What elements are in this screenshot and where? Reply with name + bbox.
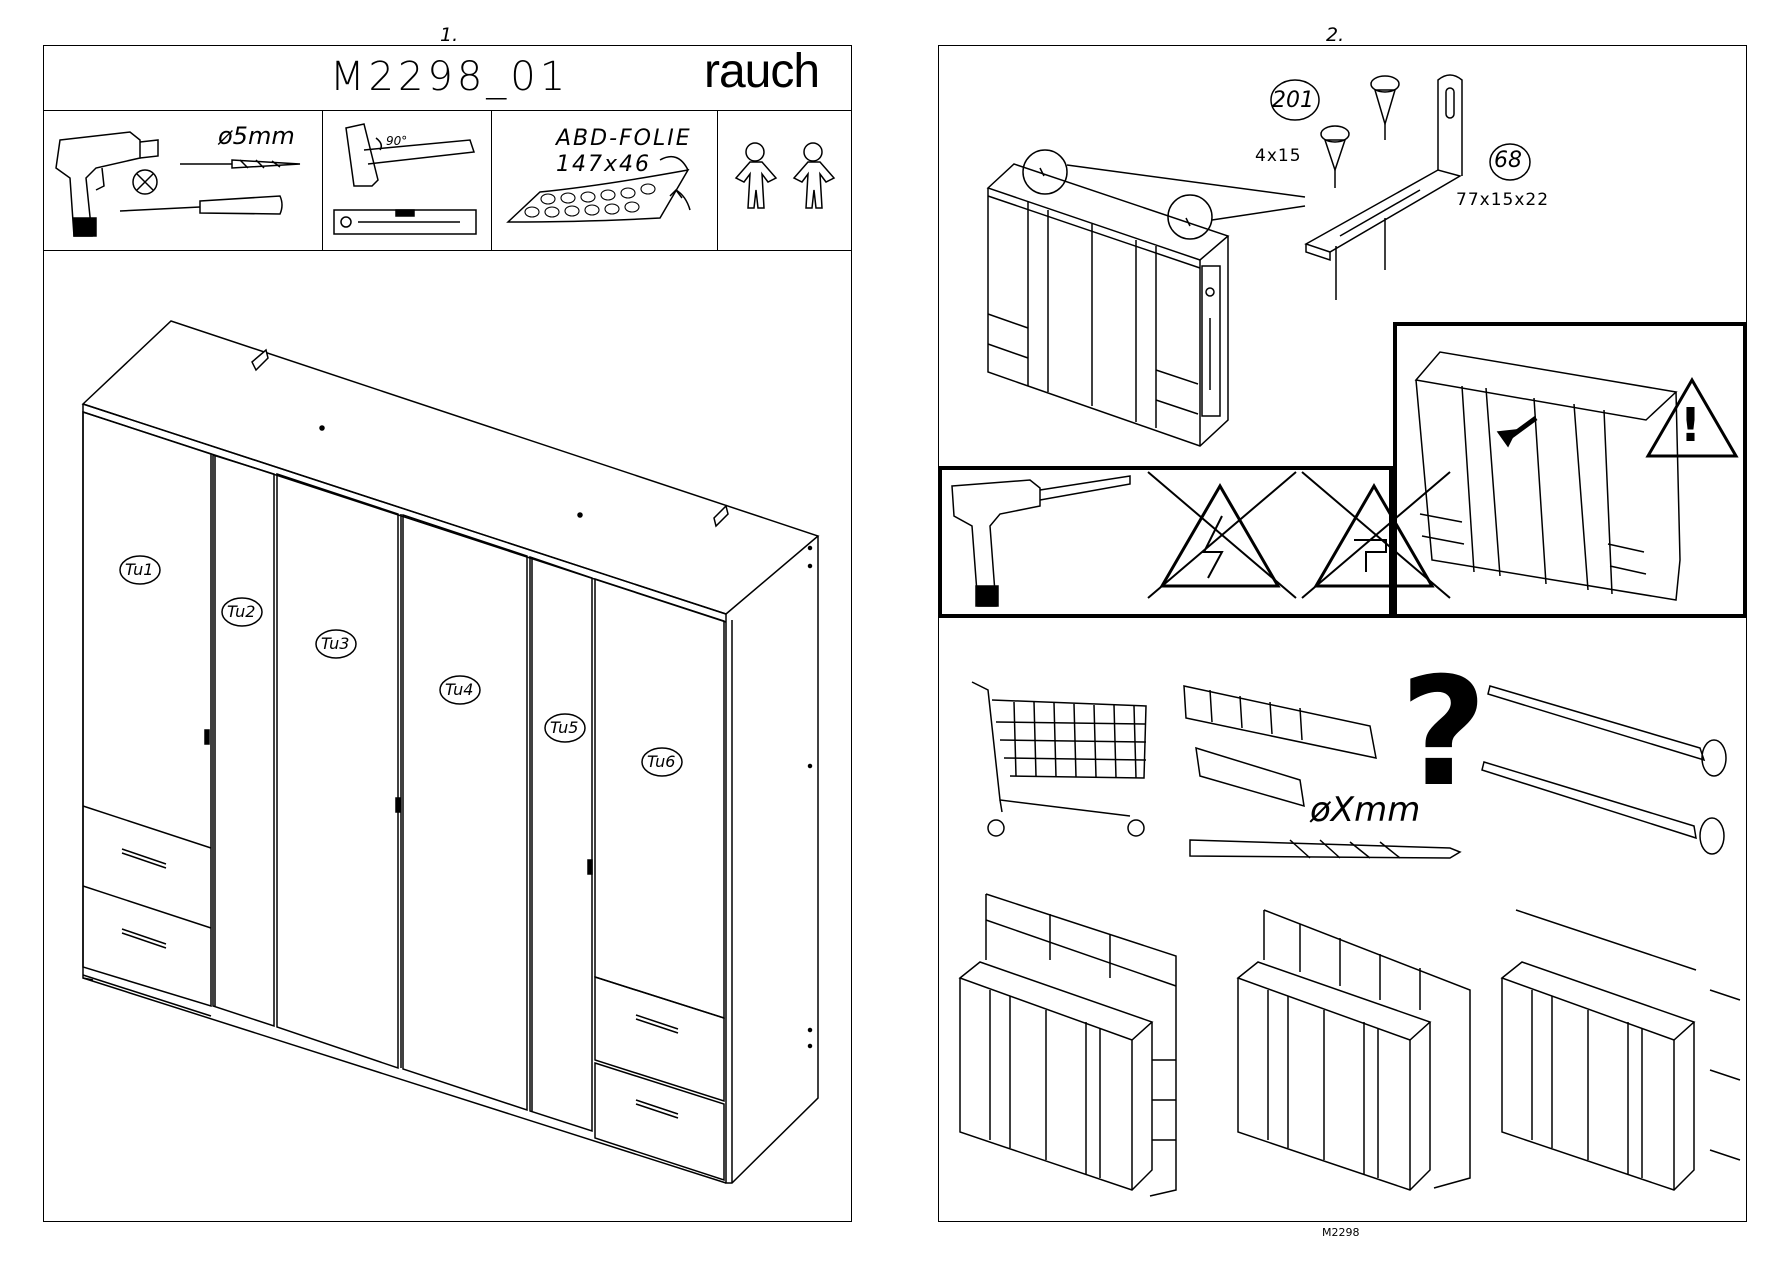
- wardrobe-front-view: [81, 320, 820, 1184]
- wood-wall-mounting: [1236, 909, 1471, 1191]
- brick-wall-mounting: [958, 893, 1177, 1197]
- door-label-tu1: Tu1: [125, 560, 154, 579]
- drill-bit-icon: [180, 159, 301, 169]
- model-code: M2298_01: [330, 54, 570, 100]
- bracket-part-number: 68: [1494, 148, 1522, 173]
- screw-icon: [1270, 75, 1531, 188]
- screw-part-number: 201: [1272, 88, 1314, 113]
- warning-panel-drilling: [938, 466, 1393, 618]
- door-label-tu2: Tu2: [227, 602, 256, 621]
- door-label-tu6: Tu6: [647, 752, 676, 771]
- foil-size: 147x46: [556, 152, 652, 177]
- shopping-cart-icon: [971, 681, 1147, 837]
- tools-cell-divider-2: [491, 110, 492, 250]
- tip-warning-mark: !: [1680, 398, 1701, 452]
- page-number-left: 1.: [440, 24, 459, 46]
- door-label-tu4: Tu4: [445, 680, 474, 699]
- header-divider: [43, 110, 852, 111]
- foil-name: ABD-FOLIE: [556, 126, 692, 151]
- screw-size: 4x15: [1255, 146, 1302, 166]
- level-icon: [333, 209, 477, 235]
- brand-logo: rauch: [704, 45, 820, 98]
- square-angle-label: 90°: [386, 134, 408, 148]
- door-label-tu5: Tu5: [550, 718, 579, 737]
- wall-plug-icon: [1183, 685, 1462, 859]
- warning-no-water-icon: [1301, 471, 1451, 599]
- warning-panel-tip-over: [1393, 322, 1747, 618]
- drywall-mounting: [1500, 909, 1741, 1191]
- drill-bit-size: ø5mm: [218, 122, 295, 150]
- question-mark: ?: [1400, 646, 1488, 820]
- bracket-icon: [1304, 74, 1463, 300]
- foil-icon: [506, 155, 691, 223]
- drill-icon: [55, 131, 159, 237]
- screwdriver-icon: [119, 169, 283, 215]
- drill-size-label: øXmm: [1310, 790, 1421, 830]
- wardrobe-with-level: [986, 149, 1306, 447]
- bracket-size: 77x15x22: [1456, 190, 1550, 210]
- warning-no-electricity-icon: [1147, 471, 1297, 599]
- left-page-frame: [43, 45, 852, 1222]
- door-label-tu3: Tu3: [321, 634, 350, 653]
- tools-cell-divider-3: [717, 110, 718, 250]
- two-persons-icon: [734, 142, 836, 209]
- right-page-frame: [938, 45, 1747, 1222]
- tools-cell-divider-1: [322, 110, 323, 250]
- long-screw-icon: [1481, 685, 1727, 855]
- page-number-right: 2.: [1326, 24, 1345, 46]
- footer-code: M2298: [1322, 1226, 1360, 1239]
- square-icon: [345, 123, 476, 187]
- warning-tip-over-icon: [1414, 351, 1739, 601]
- tools-divider: [43, 250, 852, 251]
- drill-icon: [951, 475, 1131, 607]
